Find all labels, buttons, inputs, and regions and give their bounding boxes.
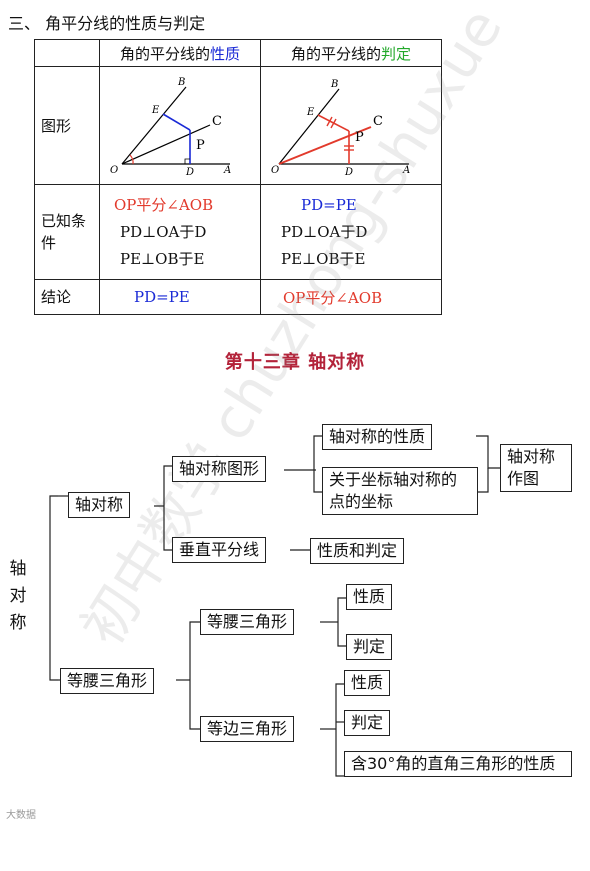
node-isosceles-triangle: 等腰三角形 xyxy=(200,609,295,635)
svg-text:P: P xyxy=(196,138,205,153)
tree-connectors xyxy=(49,435,500,777)
determination-diagram: O A B C D E P xyxy=(271,79,410,178)
col-property-header: 角的平分线的性质 xyxy=(99,39,261,67)
col-determination-header: 角的平分线的判定 xyxy=(260,39,442,67)
figure-property: O A B C D E P xyxy=(99,66,261,185)
svg-text:D: D xyxy=(344,167,353,178)
svg-text:B: B xyxy=(330,79,338,90)
svg-text:B: B xyxy=(177,77,185,88)
node-isosceles: 等腰三角形 xyxy=(60,668,155,694)
node-axis-symmetry: 轴对称 xyxy=(68,492,131,518)
conclusion-property: PD=PE xyxy=(99,279,261,315)
node-axis-property: 轴对称的性质 xyxy=(322,424,433,450)
svg-text:P: P xyxy=(355,130,364,145)
section-heading: 三、 角平分线的性质与判定 xyxy=(8,14,206,33)
svg-text:A: A xyxy=(402,165,410,176)
svg-text:E: E xyxy=(151,105,160,116)
svg-text:C: C xyxy=(212,114,222,129)
node-perp-property: 性质和判定 xyxy=(310,538,405,564)
chapter-title: 第十三章 轴对称 xyxy=(224,352,366,373)
figure-determination: O A B C D E P xyxy=(260,66,442,185)
conclusion-determination: OP平分∠AOB xyxy=(260,279,442,315)
logo: 大数据 xyxy=(6,810,36,821)
node-equi-property: 性质 xyxy=(344,670,391,696)
node-coord-symmetry: 关于坐标轴对称的点的坐标 xyxy=(322,467,478,515)
node-thirty-degree: 含30°角的直角三角形的性质 xyxy=(344,751,572,777)
row-given-label: 已知条件 xyxy=(34,184,100,280)
node-iso-judge: 判定 xyxy=(346,634,393,660)
bisector-table: 角的平分线的性质 角的平分线的判定 图形 O A B C D E P xyxy=(34,39,442,315)
node-equilateral: 等边三角形 xyxy=(200,716,295,742)
svg-text:C: C xyxy=(373,114,383,129)
tree-root: 轴对称 xyxy=(9,559,27,633)
node-axis-figure: 轴对称图形 xyxy=(172,456,267,482)
svg-text:O: O xyxy=(110,165,118,176)
node-equi-judge: 判定 xyxy=(344,710,391,736)
svg-text:E: E xyxy=(306,107,315,118)
svg-text:D: D xyxy=(185,167,194,178)
given-property: OP平分∠AOB PD⊥OA于D PE⊥OB于E xyxy=(99,184,261,280)
table-corner xyxy=(34,39,100,67)
node-perp-bisector: 垂直平分线 xyxy=(172,537,267,563)
svg-text:O: O xyxy=(271,165,279,176)
node-iso-property: 性质 xyxy=(346,584,393,610)
node-axis-draw: 轴对称作图 xyxy=(500,444,572,492)
svg-text:A: A xyxy=(223,165,231,176)
property-diagram: O A B C D E P xyxy=(110,77,231,178)
